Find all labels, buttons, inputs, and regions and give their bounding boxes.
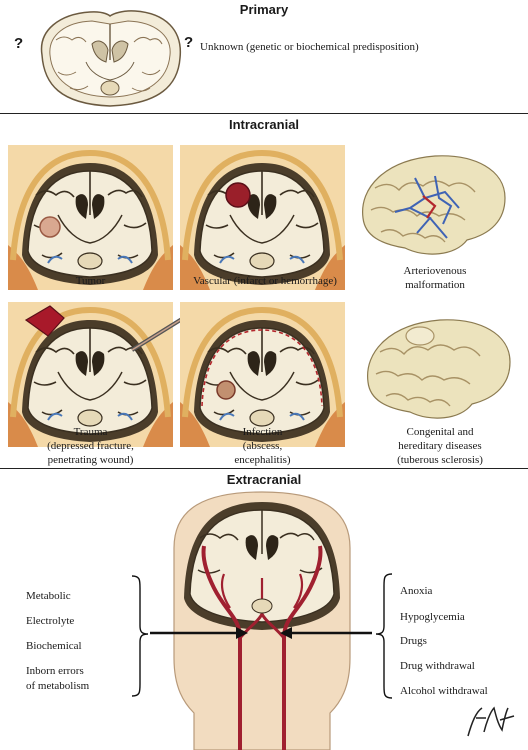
avm-brain-illustration xyxy=(361,155,506,255)
question-mark-left: ? xyxy=(14,35,24,52)
extracranial-right-item: Drug withdrawal xyxy=(400,660,475,672)
primary-description: Unknown (genetic or biochemical predispo… xyxy=(200,41,419,53)
tuberous-sclerosis-brain-illustration xyxy=(366,319,511,419)
caption-infection: Infection (abscess, encephalitis) xyxy=(180,425,345,467)
extracranial-right-item: Drugs xyxy=(400,635,427,647)
extracranial-title: Extracranial xyxy=(226,472,302,487)
caption-line: Infection xyxy=(242,426,283,438)
extracranial-left-item: of metabolism xyxy=(26,680,90,692)
primary-brain-illustration xyxy=(40,10,182,107)
extracranial-left-item: Biochemical xyxy=(26,640,82,652)
caption-line: Congenital and xyxy=(406,426,474,438)
caption-vascular: Vascular (infarct or hemorrhage) xyxy=(166,274,364,288)
extracranial-right-item: Anoxia xyxy=(400,585,433,597)
caption-line: encephalitis) xyxy=(234,454,291,466)
caption-line: Tumor xyxy=(75,275,106,287)
question-mark-right: ? xyxy=(184,34,194,51)
caption-line: malformation xyxy=(405,279,465,291)
caption-line: Trauma xyxy=(73,426,108,438)
infection-brain-illustration xyxy=(180,302,345,447)
vascular-brain-illustration xyxy=(180,145,345,290)
divider-intracranial xyxy=(0,468,528,469)
extracranial-left-item: Metabolic xyxy=(26,590,71,602)
extracranial-right-item: Alcohol withdrawal xyxy=(400,685,488,697)
extracranial-left-item: Electrolyte xyxy=(26,615,75,627)
tumor-brain-illustration xyxy=(8,145,173,290)
caption-line: (abscess, xyxy=(242,440,283,452)
primary-title: Primary xyxy=(239,2,289,17)
extracranial-left-item: Inborn errors xyxy=(26,665,84,677)
intracranial-title: Intracranial xyxy=(228,117,300,132)
caption-tumor: Tumor xyxy=(8,274,173,288)
netter-signature xyxy=(467,706,515,737)
caption-line: penetrating wound) xyxy=(47,454,134,466)
divider-primary xyxy=(0,113,528,114)
caption-trauma: Trauma (depressed fracture, penetrating … xyxy=(8,425,173,467)
caption-avm: Arteriovenous malformation xyxy=(355,264,515,292)
intracranial-illustrations xyxy=(0,130,511,470)
extracranial-right-item: Hypoglycemia xyxy=(400,611,465,623)
caption-line: (depressed fracture, xyxy=(47,440,134,452)
extracranial-illustration xyxy=(131,491,393,750)
caption-line: hereditary diseases xyxy=(398,440,482,452)
caption-line: (tuberous sclerosis) xyxy=(397,454,483,466)
caption-congenital: Congenital and hereditary diseases (tube… xyxy=(360,425,520,467)
caption-line: Vascular (infarct or hemorrhage) xyxy=(193,275,337,287)
caption-line: Arteriovenous xyxy=(403,265,467,277)
